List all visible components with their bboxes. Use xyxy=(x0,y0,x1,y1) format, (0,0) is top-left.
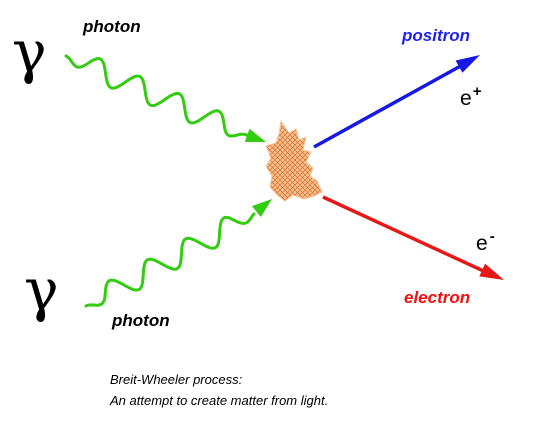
positron-symbol-sup: + xyxy=(473,83,482,100)
positron-symbol: e+ xyxy=(460,83,482,110)
interaction-vertex-blob xyxy=(265,119,323,202)
gamma-bottom-symbol: γ xyxy=(24,256,59,324)
electron-line xyxy=(322,195,491,276)
electron-label: electron xyxy=(404,288,470,307)
positron-label: positron xyxy=(401,26,470,45)
electron-symbol-sup: - xyxy=(490,228,495,245)
positron-symbol-e: e xyxy=(460,87,472,110)
photon-top-label: photon xyxy=(82,17,141,36)
photon-top-wave xyxy=(64,54,250,138)
photon-bottom-label: photon xyxy=(111,311,170,330)
positron-line xyxy=(313,61,467,149)
caption-line-2: An attempt to create matter from light. xyxy=(109,393,328,408)
caption-line-1: Breit-Wheeler process: xyxy=(110,372,243,387)
photon-bottom-arrowhead xyxy=(252,199,272,217)
photon-bottom-wave xyxy=(84,212,256,308)
photon-top-arrowhead xyxy=(244,128,266,142)
electron-arrowhead xyxy=(479,263,504,280)
gamma-top-symbol: γ xyxy=(12,18,47,86)
electron-symbol: e- xyxy=(476,228,495,255)
positron-arrowhead xyxy=(455,55,480,73)
electron-symbol-e: e xyxy=(476,232,488,255)
